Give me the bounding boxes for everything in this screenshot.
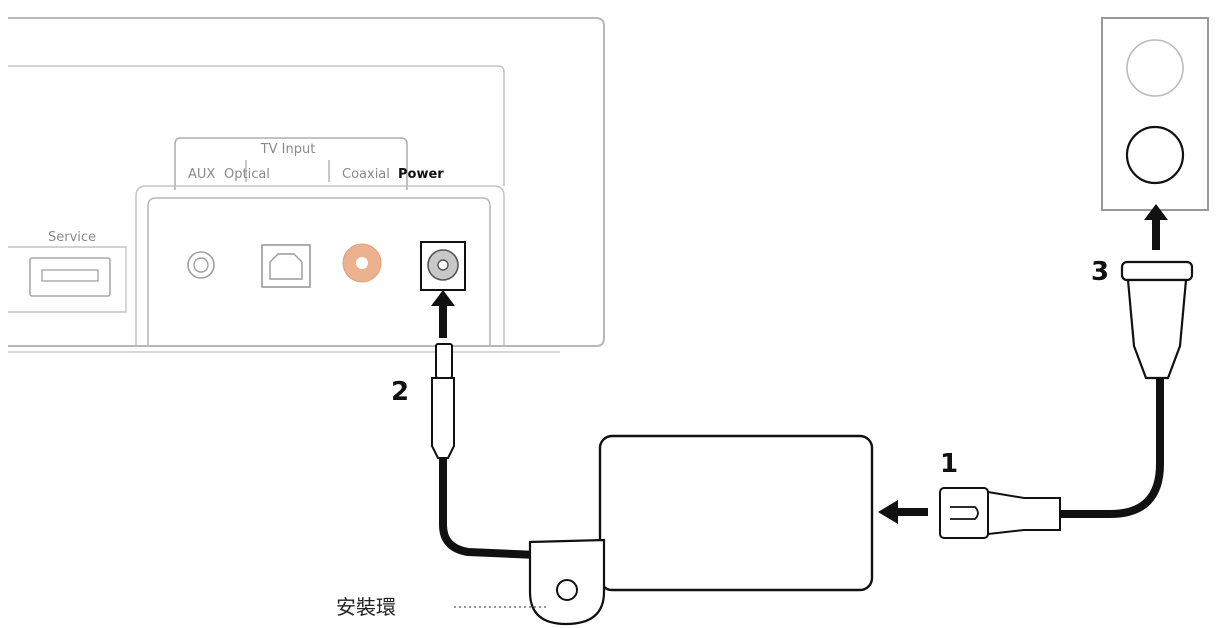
upper-recess-outline	[8, 65, 505, 186]
dc-cable	[439, 456, 564, 560]
outlet-socket-upper	[1126, 39, 1184, 97]
wall-plug-body	[1126, 278, 1188, 380]
optical-port	[261, 244, 311, 288]
mounting-ring	[528, 538, 606, 626]
optical-label: Optical	[224, 167, 270, 182]
dc-plug-body	[431, 377, 455, 459]
power-label: Power	[398, 167, 444, 182]
dc-plug	[431, 343, 455, 459]
mounting-ring-hole	[556, 579, 578, 601]
arrow-left-to-adapter	[878, 500, 928, 524]
step-3-label: 3	[1091, 257, 1109, 287]
connector-panel-outer	[135, 185, 505, 346]
ac-inlet-plug	[939, 487, 1061, 539]
soundbar-rear: TV Input AUX Optical Coaxial Power Servi…	[8, 17, 605, 353]
soundbar-body-outline	[8, 17, 605, 347]
step-2-label: 2	[391, 377, 409, 407]
ac-inlet-plug-slot	[950, 506, 979, 520]
coaxial-label: Coaxial	[342, 167, 390, 182]
service-area-outline	[8, 246, 127, 313]
power-adapter-brick	[598, 434, 874, 592]
wall-outlet	[1101, 17, 1209, 211]
optical-port-inner	[269, 253, 303, 280]
connector-panel-inner	[147, 197, 491, 346]
ac-inlet-plug-body	[987, 490, 1061, 536]
step-1-label: 1	[940, 449, 958, 479]
power-jack-center	[437, 259, 449, 271]
aux-label: AUX	[188, 167, 215, 182]
mounting-ring-label: 安裝環	[336, 595, 396, 619]
ac-cable	[1056, 374, 1164, 518]
tv-input-label: TV Input	[260, 142, 316, 157]
service-label: Service	[48, 230, 96, 245]
coaxial-jack-center	[356, 257, 368, 269]
ac-inlet-plug-head	[939, 487, 989, 539]
arrow-up-to-outlet	[1144, 204, 1168, 250]
outlet-socket-lower	[1125, 125, 1185, 185]
usb-port-tongue	[41, 269, 99, 282]
wall-plug-cap	[1120, 260, 1194, 282]
arrow-up-to-power-jack	[431, 290, 455, 338]
tv-input-bracket	[174, 137, 408, 190]
dc-plug-tip	[435, 343, 453, 379]
aux-jack-inner	[193, 257, 209, 273]
wall-plug	[1120, 260, 1194, 380]
